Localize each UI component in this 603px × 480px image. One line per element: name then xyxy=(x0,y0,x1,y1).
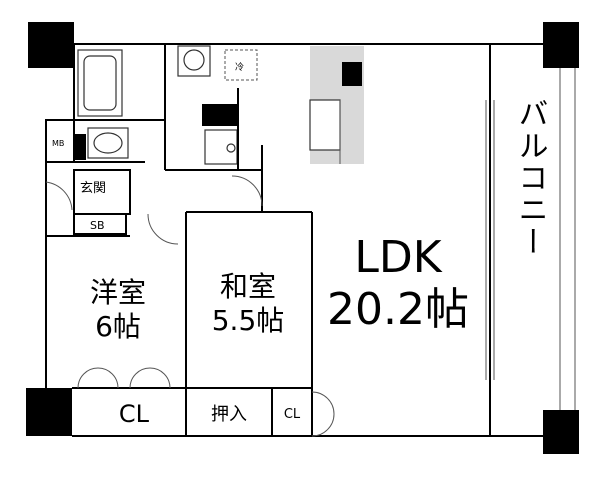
toilet xyxy=(74,127,145,163)
washbasin xyxy=(177,45,211,77)
balcony-label: バルコニー xyxy=(513,98,548,258)
pillar-top-right xyxy=(543,22,579,68)
shoe-box-label: SB xyxy=(90,219,105,232)
closet-main-label: CL xyxy=(119,400,150,428)
japanese-room-name: 和室 xyxy=(220,270,276,303)
entrance: 玄関 SB xyxy=(45,169,131,235)
bathtub xyxy=(74,44,166,170)
ldk-name: LDK xyxy=(354,232,442,283)
pillar-bottom-right xyxy=(543,410,579,454)
meter-box xyxy=(45,119,75,163)
fridge-label: 冷 xyxy=(235,61,244,73)
western-room-name: 洋室 xyxy=(90,276,146,309)
fridge-space: 冷 xyxy=(224,49,258,81)
door-swings xyxy=(77,175,335,437)
oshiire-label: 押入 xyxy=(211,404,247,425)
balcony-edge xyxy=(485,68,576,410)
meter-box-label: MB xyxy=(52,139,64,148)
interior-walls xyxy=(46,145,313,436)
kitchen-counter xyxy=(309,46,364,164)
washing-machine xyxy=(165,88,262,171)
outer-walls xyxy=(45,43,543,437)
pillar-top-left xyxy=(28,22,74,68)
pillar-bottom-left xyxy=(26,388,72,436)
closet-small-label: CL xyxy=(284,407,301,422)
japanese-room-size: 5.5帖 xyxy=(212,304,285,337)
ldk-size: 20.2帖 xyxy=(327,284,469,335)
entrance-label: 玄関 xyxy=(80,181,106,196)
western-room-size: 6帖 xyxy=(95,310,141,343)
